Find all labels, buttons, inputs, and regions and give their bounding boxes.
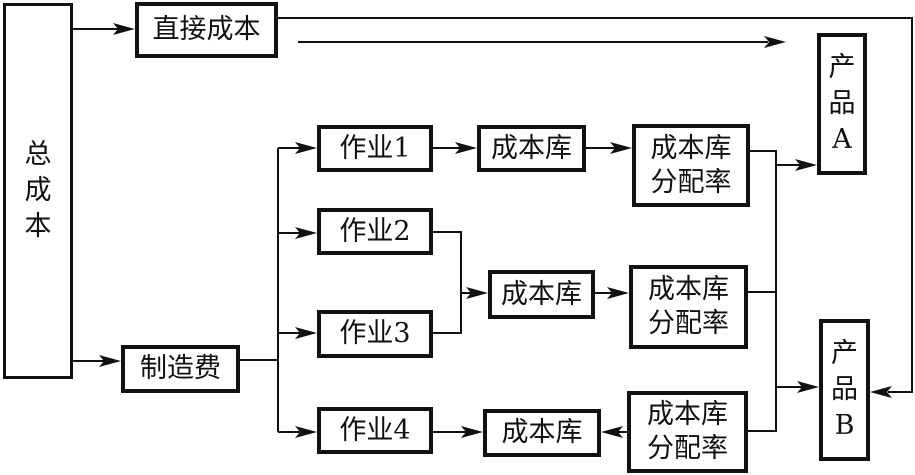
activity1-node: 作业1 <box>317 125 433 172</box>
arrowhead <box>295 327 317 339</box>
activity3-node: 作业3 <box>317 310 433 358</box>
rate1-line1: 成本库 <box>650 132 732 164</box>
product-a-char: 产 <box>828 52 856 83</box>
activity4-node: 作业4 <box>317 407 433 454</box>
product-b-char: 品 <box>831 374 858 405</box>
arrowhead <box>870 386 892 398</box>
product-b-char: 产 <box>831 338 858 369</box>
overhead-label: 制造费 <box>140 353 221 384</box>
arrowhead <box>466 287 488 299</box>
arrowhead <box>607 287 629 299</box>
product-a-node: 产 品 A <box>817 33 867 175</box>
total-cost-char: 成 <box>24 175 52 206</box>
arrowhead <box>295 227 317 239</box>
cost-pool2-label: 成本库 <box>501 278 582 310</box>
rate1-node: 成本库 分配率 <box>632 124 750 207</box>
arrowhead <box>601 426 623 438</box>
total-cost-char: 总 <box>24 139 52 170</box>
product-b-node: 产 品 B <box>819 319 870 461</box>
product-b-char: B <box>834 410 855 441</box>
rate3-node: 成本库 分配率 <box>627 391 748 473</box>
rate3-line2: 分配率 <box>647 433 728 464</box>
rate2-line2: 分配率 <box>648 308 729 339</box>
total-cost-char: 本 <box>24 211 52 242</box>
rate1-line2: 分配率 <box>650 166 732 198</box>
activity3-label: 作业3 <box>339 318 411 349</box>
rate3-line1: 成本库 <box>647 399 728 430</box>
direct-cost-node: 直接成本 <box>135 2 278 58</box>
cost-pool2-node: 成本库 <box>488 270 595 319</box>
product-a-char: A <box>832 124 852 155</box>
cost-pool1-label: 成本库 <box>491 132 572 164</box>
cost-pool3-node: 成本库 <box>483 409 601 457</box>
activity2-node: 作业2 <box>317 208 433 255</box>
arrowhead <box>99 355 121 367</box>
arrowhead <box>610 142 632 154</box>
arrowhead <box>113 23 135 35</box>
cost-pool1-node: 成本库 <box>477 125 586 172</box>
arrowhead <box>461 426 483 438</box>
cost-pool3-label: 成本库 <box>501 417 583 448</box>
rate2-line1: 成本库 <box>648 274 729 305</box>
arrowhead <box>295 142 317 154</box>
product-a-char: 品 <box>828 88 856 119</box>
rate2-node: 成本库 分配率 <box>629 265 748 349</box>
arrowhead <box>795 159 817 171</box>
arrowhead <box>455 142 477 154</box>
overhead-node: 制造费 <box>121 345 240 393</box>
direct-cost-label: 直接成本 <box>152 14 261 45</box>
edge-activity2-to-pool2 <box>432 231 462 334</box>
arrowhead <box>295 426 317 438</box>
arrowhead <box>797 381 819 393</box>
activity4-label: 作业4 <box>339 414 411 446</box>
arrowhead <box>764 36 786 48</box>
activity1-label: 作业1 <box>339 132 411 164</box>
edge-direct-to-product-b <box>277 17 913 393</box>
total-cost-node: 总 成 本 <box>3 3 73 379</box>
activity2-label: 作业2 <box>339 215 411 247</box>
